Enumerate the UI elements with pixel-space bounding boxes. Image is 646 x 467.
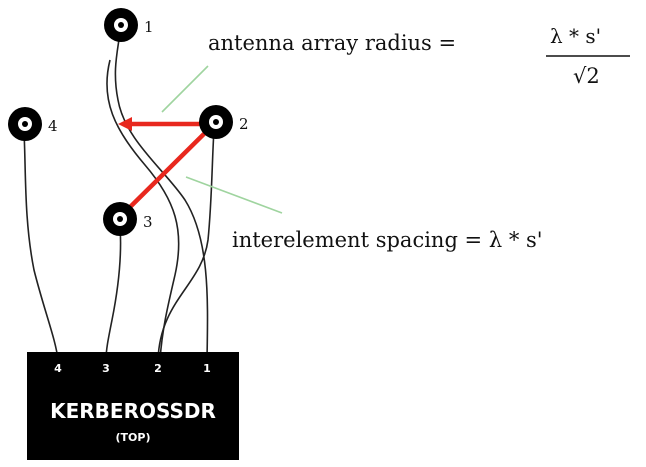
antenna-2 xyxy=(199,105,233,139)
device-port-2: 2 xyxy=(154,362,162,375)
antenna-4-label: 4 xyxy=(48,117,58,135)
cable-antenna-3 xyxy=(105,225,122,361)
radius-formula-numerator: λ * s' xyxy=(550,24,601,48)
device-subtitle: (TOP) xyxy=(116,431,151,444)
device-port-4: 4 xyxy=(54,362,62,375)
spacing-formula-text: interelement spacing = λ * s' xyxy=(232,228,543,252)
device-name: KERBEROSSDR xyxy=(50,399,216,423)
cable-crossing xyxy=(106,59,180,361)
cable-antenna-4 xyxy=(23,131,59,361)
radius-formula-text: antenna array radius = xyxy=(208,31,456,55)
antenna-4 xyxy=(8,107,42,141)
cable-antenna-1 xyxy=(114,31,209,361)
device-port-3: 3 xyxy=(102,362,110,375)
antenna-2-label: 2 xyxy=(239,115,249,133)
spacing-pointer xyxy=(185,176,283,214)
antenna-3 xyxy=(103,202,137,236)
kerberossdr-device xyxy=(27,352,239,460)
radius-pointer xyxy=(161,65,209,113)
device-port-1: 1 xyxy=(203,362,211,375)
antenna-3-label: 3 xyxy=(143,213,153,231)
radius-formula-denominator: √2 xyxy=(573,64,600,88)
antenna-1-label: 1 xyxy=(144,18,154,36)
radius-arrowhead xyxy=(118,117,132,131)
spacing-line xyxy=(117,121,217,220)
pointer-lines xyxy=(161,65,283,214)
cable-antenna-2 xyxy=(157,129,215,361)
cables xyxy=(23,31,215,361)
antenna-1 xyxy=(104,8,138,42)
